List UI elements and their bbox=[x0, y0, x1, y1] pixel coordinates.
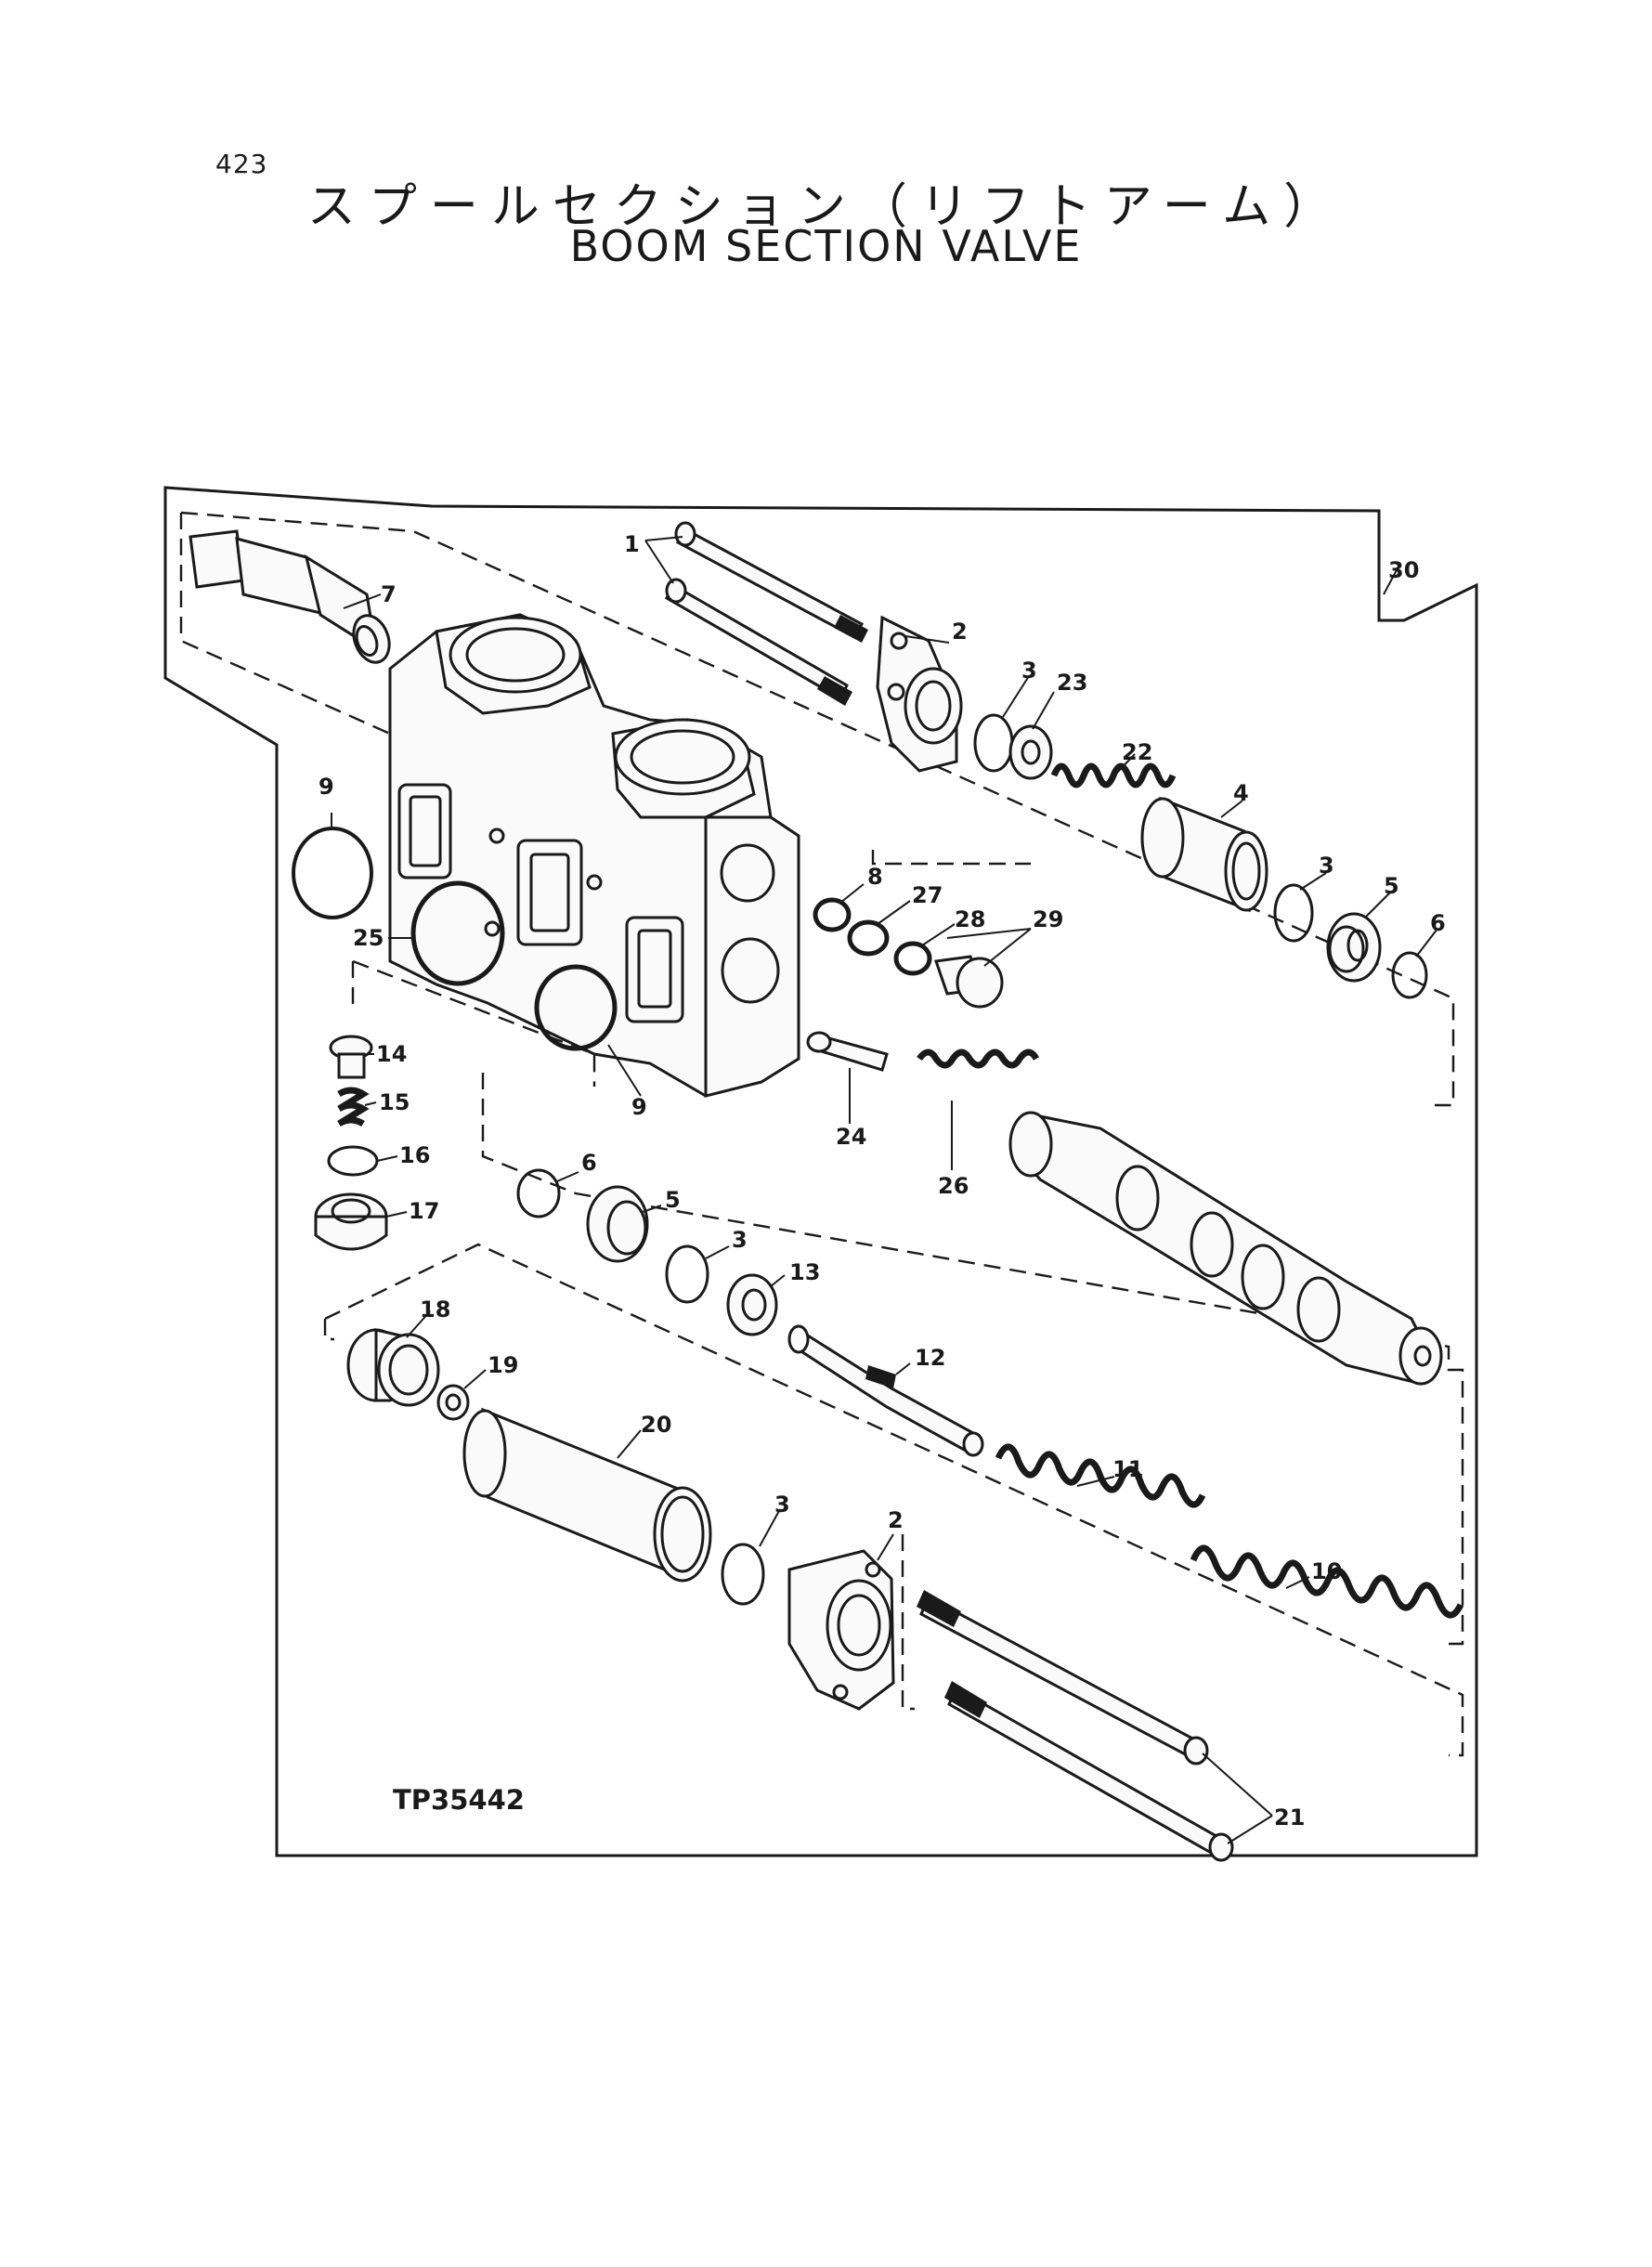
callout-27: 27 bbox=[912, 882, 943, 908]
callout-20: 20 bbox=[641, 1412, 671, 1438]
ring-3-lower bbox=[721, 1543, 765, 1606]
washer-23 bbox=[1008, 724, 1053, 780]
callout-5-upper: 5 bbox=[1384, 873, 1399, 899]
callout-17: 17 bbox=[409, 1198, 439, 1224]
callout-9-right: 9 bbox=[631, 1094, 647, 1120]
callout-21: 21 bbox=[1274, 1804, 1305, 1831]
spring-10 bbox=[1190, 1544, 1464, 1619]
pin-24 bbox=[806, 1031, 889, 1072]
o-ring-25 bbox=[410, 880, 505, 986]
nut-19 bbox=[436, 1384, 470, 1421]
callout-9-left: 9 bbox=[319, 774, 334, 800]
o-ring-27 bbox=[847, 919, 890, 957]
o-ring-16 bbox=[327, 1145, 379, 1177]
cover-2-lower bbox=[787, 1549, 895, 1711]
lower-group-outline bbox=[323, 1243, 1464, 1757]
lower-group-outline-2 bbox=[901, 1534, 915, 1711]
callout-23: 23 bbox=[1057, 670, 1087, 696]
callout-25: 25 bbox=[353, 925, 384, 951]
callout-6-upper: 6 bbox=[1430, 910, 1446, 936]
o-ring-9-right bbox=[534, 964, 618, 1051]
callout-15: 15 bbox=[379, 1089, 410, 1115]
tie-bolts-1 bbox=[665, 521, 868, 706]
sleeve-4 bbox=[1140, 796, 1268, 913]
plug-5-upper bbox=[1326, 912, 1382, 983]
o-ring-28 bbox=[893, 941, 932, 976]
callout-26: 26 bbox=[938, 1173, 969, 1199]
callout-3-right: 3 bbox=[1319, 853, 1334, 879]
callout-6-middle: 6 bbox=[581, 1150, 597, 1176]
page-number: 423 bbox=[215, 149, 268, 179]
title-english: BOOM SECTION VALVE bbox=[569, 221, 1083, 271]
ring-3-right bbox=[1273, 883, 1314, 943]
spring-22 bbox=[1050, 762, 1177, 788]
callout-16: 16 bbox=[399, 1142, 430, 1168]
stem-12 bbox=[787, 1324, 984, 1457]
cap-18 bbox=[346, 1328, 440, 1407]
poppet-14 bbox=[329, 1035, 373, 1079]
callout-8: 8 bbox=[867, 864, 883, 890]
plug-17 bbox=[314, 1192, 388, 1251]
callout-3-lower: 3 bbox=[774, 1492, 790, 1518]
callout-3-upper: 3 bbox=[1021, 658, 1037, 684]
callout-4: 4 bbox=[1233, 780, 1249, 806]
callout-30: 30 bbox=[1388, 557, 1419, 583]
callout-19: 19 bbox=[488, 1352, 518, 1378]
assembly-outline-upper bbox=[180, 511, 1455, 1107]
relief-valve-7 bbox=[189, 529, 391, 664]
valve-body bbox=[388, 613, 800, 1098]
callout-1: 1 bbox=[624, 531, 640, 557]
o-ring-9-left bbox=[292, 827, 373, 919]
spool-group-outline bbox=[481, 1073, 1464, 1646]
callout-12: 12 bbox=[915, 1345, 945, 1371]
diagram-frame bbox=[163, 486, 1478, 1857]
callout-2-lower: 2 bbox=[888, 1507, 904, 1533]
ring-3-middle bbox=[665, 1244, 709, 1304]
spring-26 bbox=[917, 1049, 1040, 1069]
callout-7: 7 bbox=[381, 581, 397, 607]
callout-10: 10 bbox=[1311, 1558, 1342, 1584]
spring-11 bbox=[995, 1443, 1206, 1508]
ring-6-middle bbox=[516, 1168, 561, 1218]
plug-29 bbox=[933, 955, 1004, 1009]
group-29-bracket bbox=[871, 850, 1031, 866]
tie-bolts-21 bbox=[917, 1590, 1234, 1862]
callout-11: 11 bbox=[1112, 1456, 1143, 1482]
callout-2-upper: 2 bbox=[952, 619, 968, 645]
title-japanese: スプールセクション（リフトアーム） bbox=[306, 179, 1346, 235]
callout-22: 22 bbox=[1122, 739, 1152, 765]
washer-13 bbox=[726, 1273, 778, 1336]
callout-24: 24 bbox=[836, 1124, 866, 1150]
callout-3-middle: 3 bbox=[732, 1227, 748, 1253]
cover-2-upper bbox=[876, 615, 963, 773]
callout-5-middle: 5 bbox=[665, 1187, 681, 1213]
ring-3-upper bbox=[973, 713, 1014, 773]
callout-18: 18 bbox=[420, 1296, 450, 1322]
sleeve-20 bbox=[462, 1407, 712, 1583]
spool-main bbox=[1008, 1111, 1443, 1386]
callout-14: 14 bbox=[376, 1041, 407, 1067]
callout-leaders bbox=[331, 536, 1438, 1844]
plug-5-middle bbox=[586, 1185, 649, 1263]
callout-28: 28 bbox=[955, 906, 985, 932]
ring-6-upper bbox=[1391, 951, 1428, 999]
drawing-number: TP35442 bbox=[393, 1784, 525, 1816]
o-ring-8 bbox=[813, 897, 852, 932]
callout-13: 13 bbox=[789, 1259, 820, 1285]
spring-15 bbox=[337, 1087, 370, 1127]
callout-29: 29 bbox=[1033, 906, 1063, 932]
poppet-group-outline bbox=[351, 959, 596, 1087]
assembly-outline-left bbox=[179, 513, 391, 736]
